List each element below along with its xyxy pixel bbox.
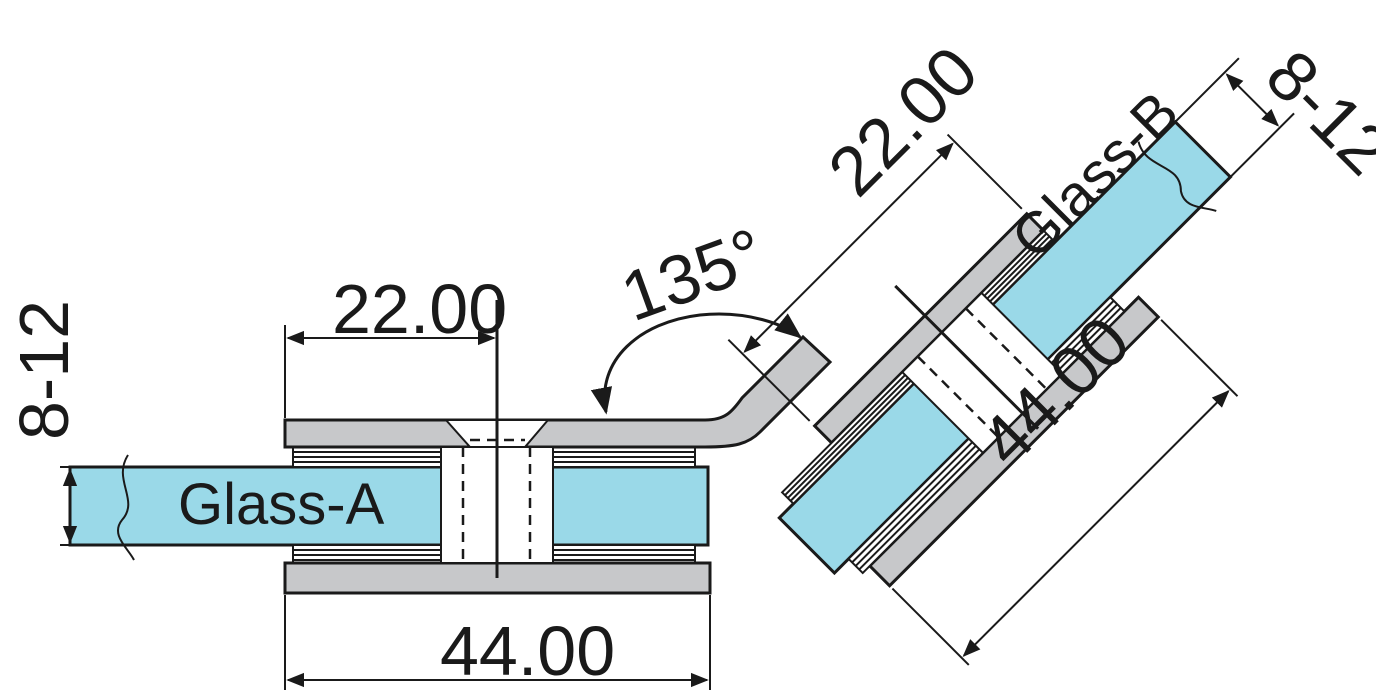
left-thickness-dimension: 8-12 <box>5 300 83 546</box>
left-top-width-label: 22.00 <box>332 270 507 348</box>
left-bottom-dimension: 44.00 <box>284 595 711 690</box>
left-top-plate-arm <box>283 334 833 449</box>
left-bottom-width-label: 44.00 <box>440 612 615 690</box>
left-thickness-label: 8-12 <box>5 300 83 440</box>
right-clamp <box>727 57 1295 666</box>
glass-a-break-mark <box>116 454 135 561</box>
glass-a-label: Glass-A <box>178 472 385 537</box>
right-top-width-label: 22.00 <box>813 32 992 211</box>
left-top-dimension: 22.00 <box>284 270 507 418</box>
right-thickness-label: 8-12 <box>1251 35 1376 189</box>
glass-a-panel <box>68 465 710 547</box>
left-clamp <box>68 300 833 595</box>
